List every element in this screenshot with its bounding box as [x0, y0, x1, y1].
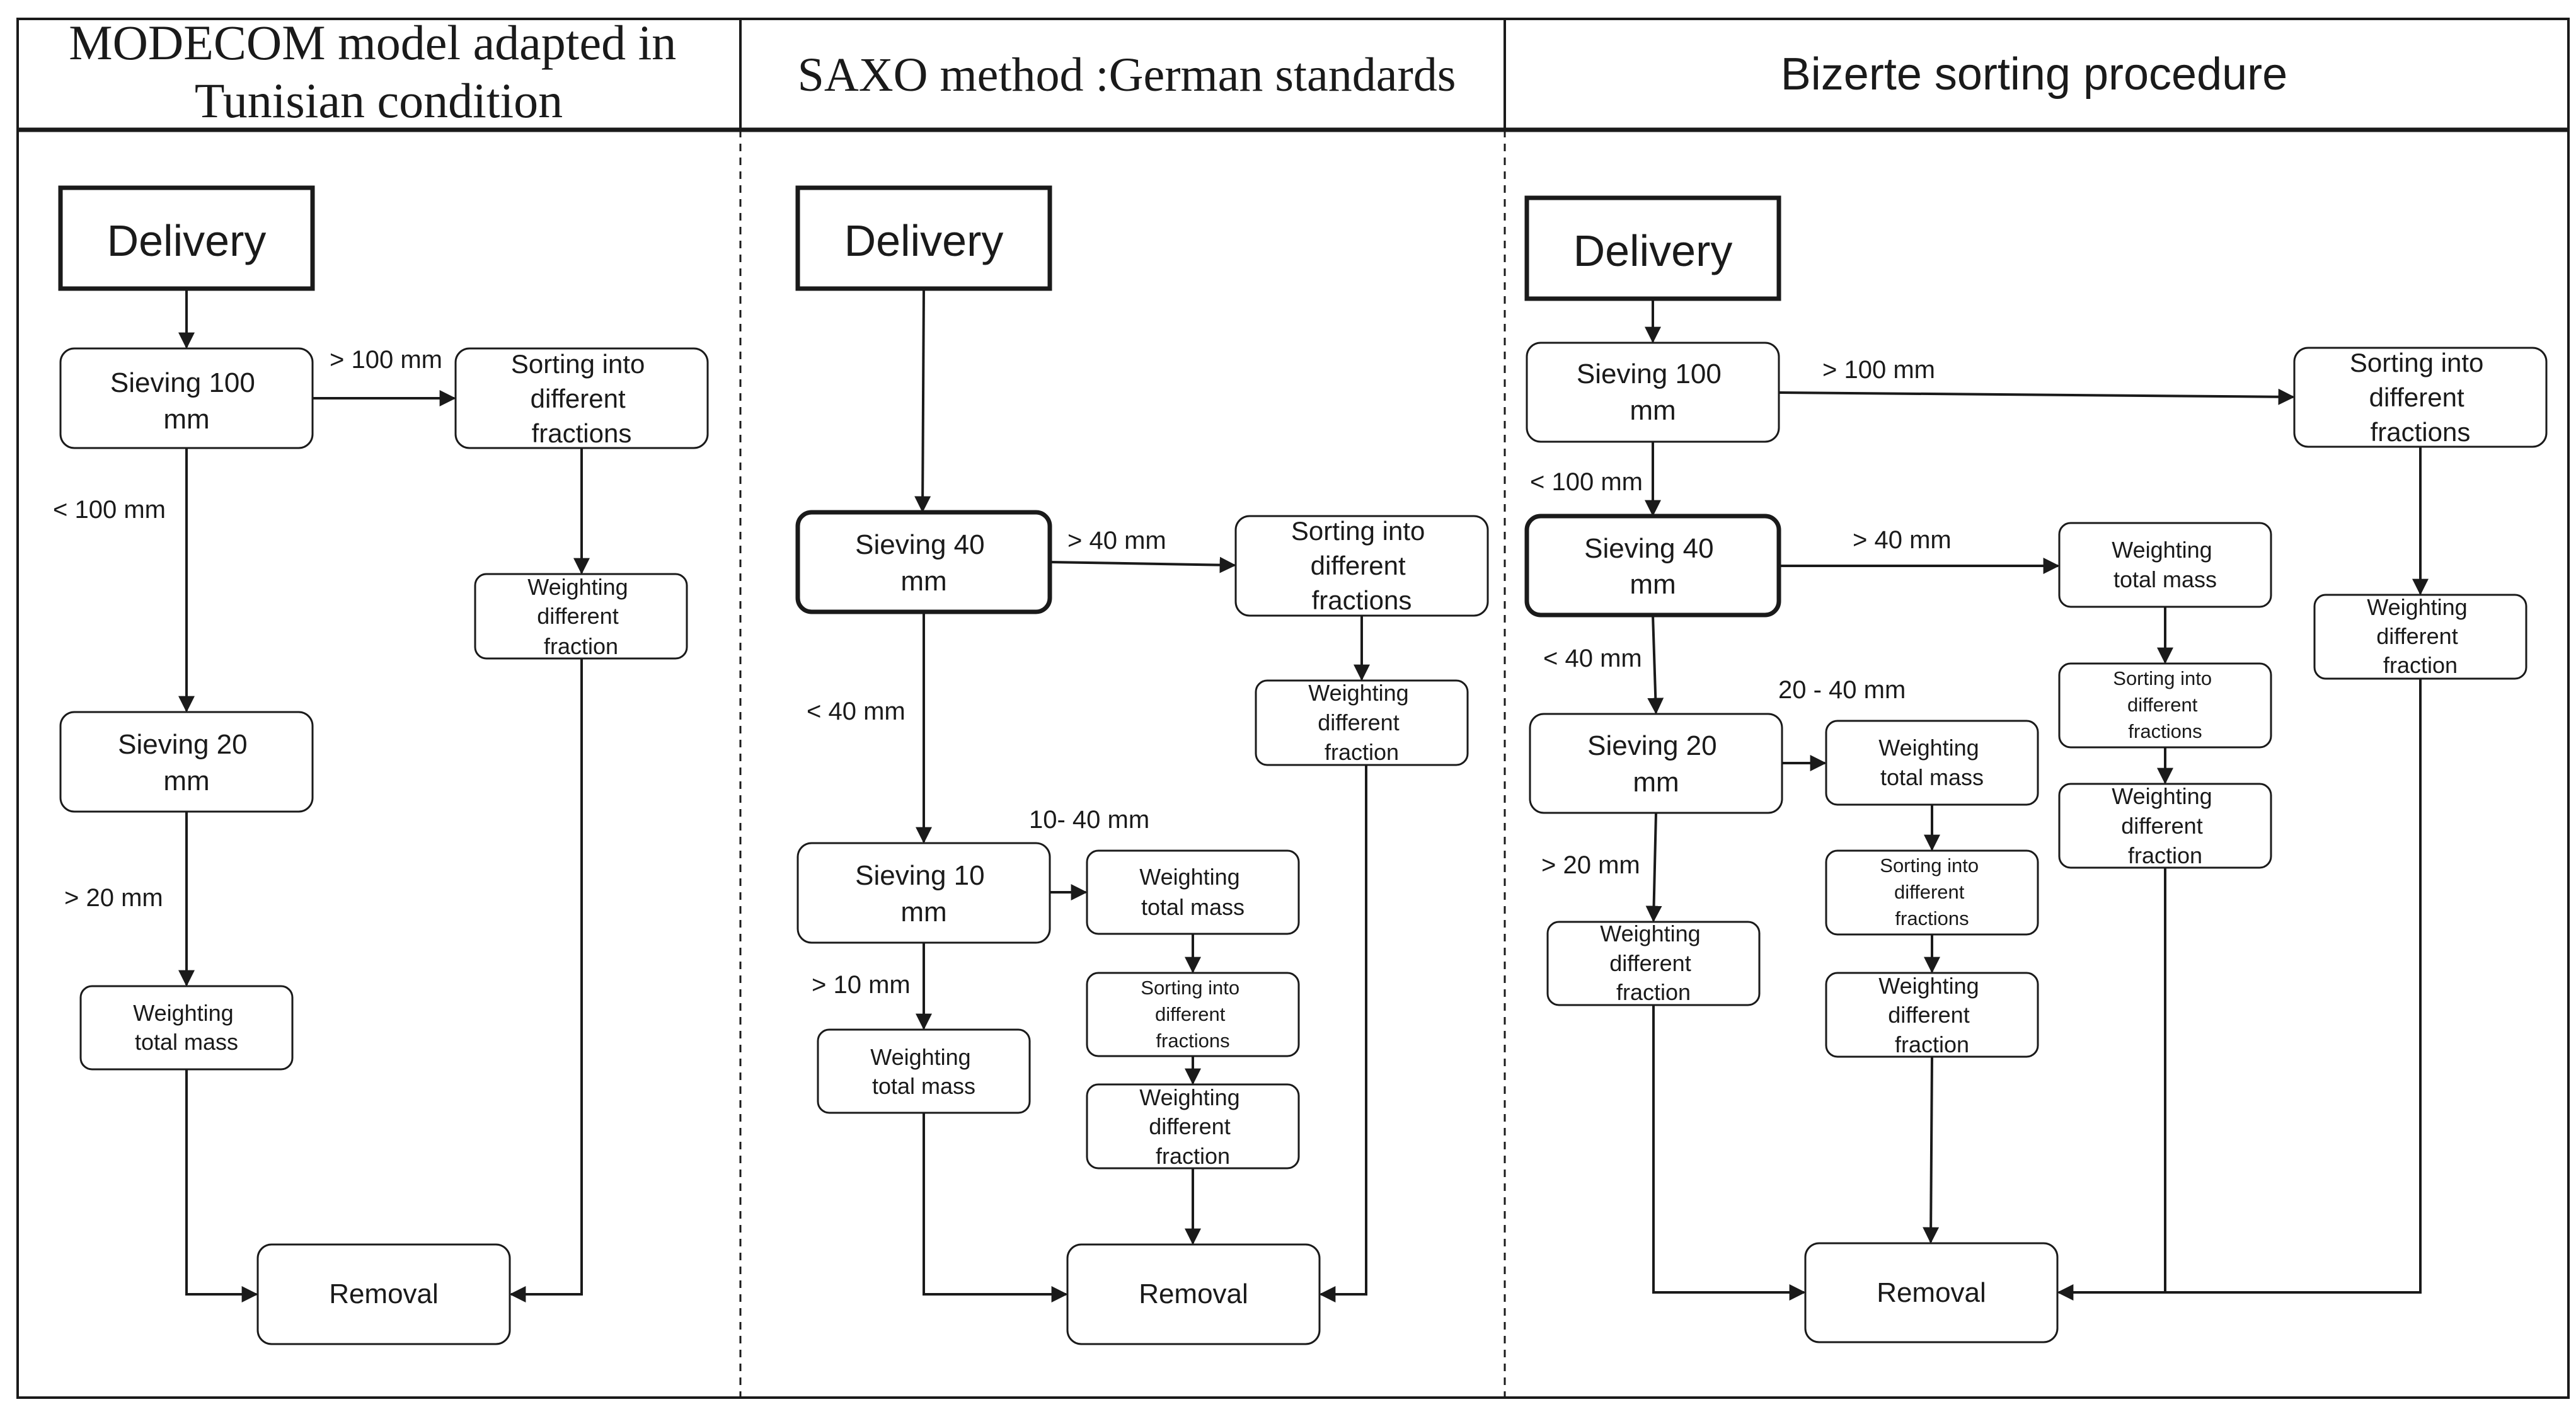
svg-text:Weighting different: Weighting different fraction — [1308, 680, 1415, 765]
bizerte-label-range: 20 - 40 mm — [1778, 676, 1906, 704]
frame — [16, 18, 2570, 1399]
svg-text:Sieving 100 mm: Sieving 100 mm — [110, 367, 263, 435]
svg-text:Weighting different: Weighting different fraction — [527, 574, 634, 659]
saxo-label-range: 10- 40 mm — [1029, 806, 1149, 834]
svg-text:Weighting different: Weighting different fraction — [1878, 973, 1985, 1057]
modecom-sieving-20-box: Sieving 20 mm — [59, 711, 314, 813]
arrow — [1049, 556, 1236, 573]
svg-text:Sorting into different: Sorting into different fractions — [2113, 667, 2217, 742]
arrow — [1645, 812, 1662, 923]
modecom-delivery-box: Delivery — [58, 185, 315, 291]
arrow — [1778, 388, 2295, 405]
modecom-label-gt20: > 20 mm — [64, 884, 163, 912]
saxo-weighting-different-box: Weighting different fraction — [1255, 679, 1469, 766]
bizerte-delivery-box: Delivery — [1524, 195, 1781, 301]
saxo-label-lt40: < 40 mm — [807, 698, 906, 725]
bizerte-sieving-40-box: Sieving 40 mm — [1524, 514, 1781, 618]
outer-border — [16, 18, 2570, 1399]
saxo-label-gt10: > 10 mm — [812, 971, 911, 999]
svg-text:Sorting into different: Sorting into different fractions — [1880, 854, 1984, 929]
saxo-removal-box: Removal — [1066, 1243, 1321, 1345]
bizerte-sorting-100-box: Sorting into different fractions — [2293, 347, 2548, 448]
svg-text:Weighting different: Weighting different fraction — [2112, 783, 2218, 868]
svg-text:Removal: Removal — [1139, 1279, 1248, 1309]
svg-text:Delivery: Delivery — [844, 216, 1004, 265]
svg-text:Delivery: Delivery — [1573, 226, 1733, 275]
modecom-removal-box: Removal — [256, 1243, 511, 1345]
modecom-sieving-100-box: Sieving 100 mm — [59, 347, 314, 449]
svg-text:Weighting different: Weighting different fraction — [1139, 1084, 1246, 1169]
svg-text:Sieving 40 mm: Sieving 40 mm — [1584, 533, 1722, 600]
saxo-sieving-40-box: Sieving 40 mm — [795, 510, 1052, 614]
header-saxo: SAXO method :German standards — [798, 49, 1456, 101]
modecom-label-lt100: < 100 mm — [53, 496, 166, 524]
bizerte-label-lt100: < 100 mm — [1530, 468, 1643, 496]
bizerte-label-gt100: > 100 mm — [1822, 356, 1935, 384]
arrow — [1647, 614, 1664, 715]
svg-text:Removal: Removal — [1877, 1277, 1986, 1308]
svg-text:Weighting total mass: Weighting total mass — [1139, 864, 1246, 920]
connectors — [178, 288, 2429, 1302]
svg-text:Sorting into different: Sorting into different fractions — [2350, 348, 2491, 447]
arrow — [1923, 1056, 1940, 1244]
saxo-weighting-total-mid-box: Weighting total mass — [1086, 849, 1300, 935]
arrow — [1652, 1005, 1806, 1301]
saxo-label-gt40: > 40 mm — [1067, 527, 1166, 555]
bizerte-label-gt20: > 20 mm — [1541, 851, 1640, 879]
arrow — [923, 1113, 1068, 1302]
process-boxes: Delivery Sieving 100 mm Sorting into dif… — [58, 185, 2548, 1345]
svg-text:Weighting total mass: Weighting total mass — [133, 1000, 239, 1055]
bizerte-weighting-different-40-box: Weighting different fraction — [2058, 783, 2272, 869]
svg-text:Weighting different: Weighting different fraction — [2367, 594, 2473, 678]
svg-text:Sorting into different: Sorting into different fractions — [511, 349, 652, 448]
bizerte-sieving-20-box: Sieving 20 mm — [1529, 713, 1783, 814]
modecom-sorting-box: Sorting into different fractions — [454, 347, 709, 449]
saxo-sorting-mid-box: Sorting into different fractions — [1086, 972, 1300, 1057]
bizerte-label-lt40: < 40 mm — [1543, 645, 1642, 672]
svg-text:Sorting into different: Sorting into different fractions — [1141, 977, 1245, 1052]
arrow — [1319, 765, 1367, 1302]
svg-text:Delivery: Delivery — [107, 216, 267, 265]
saxo-weighting-total-left-box: Weighting total mass — [817, 1028, 1031, 1114]
bizerte-weighting-different-20-box: Weighting different fraction — [1825, 972, 2039, 1058]
svg-text:Sieving 20 mm: Sieving 20 mm — [118, 729, 255, 796]
bizerte-weighting-different-left-box: Weighting different fraction — [1546, 921, 1761, 1006]
saxo-delivery-box: Delivery — [795, 185, 1052, 291]
headers: MODECOM model adapted in Tunisian condit… — [69, 15, 2287, 128]
bizerte-sorting-20-box: Sorting into different fractions — [1825, 849, 2039, 936]
bizerte-weighting-different-100-box: Weighting different fraction — [2313, 594, 2527, 680]
arrow — [914, 288, 931, 513]
modecom-weighting-total-box: Weighting total mass — [79, 985, 294, 1071]
svg-text:Sieving 20 mm: Sieving 20 mm — [1587, 730, 1725, 798]
saxo-weighting-different-mid-box: Weighting different fraction — [1086, 1083, 1300, 1170]
arrow — [185, 1069, 258, 1302]
svg-text:Weighting total mass: Weighting total mass — [1878, 735, 1985, 790]
saxo-sieving-10-box: Sieving 10 mm — [796, 842, 1051, 944]
saxo-sorting-box: Sorting into different fractions — [1234, 515, 1489, 617]
modecom-label-gt100: > 100 mm — [330, 346, 442, 374]
svg-text:Weighting total mass: Weighting total mass — [870, 1044, 977, 1099]
svg-text:Weighting total mass: Weighting total mass — [2112, 537, 2218, 592]
header-modecom: MODECOM model adapted in Tunisian condit… — [69, 15, 689, 128]
bizerte-sieving-100-box: Sieving 100 mm — [1526, 342, 1780, 443]
header-bizerte: Bizerte sorting procedure — [1781, 49, 2287, 100]
bizerte-label-gt40: > 40 mm — [1853, 526, 1952, 554]
modecom-weighting-different-box: Weighting different fraction — [474, 573, 688, 660]
bizerte-weighting-total-40-box: Weighting total mass — [2058, 522, 2272, 608]
svg-text:Sieving 10 mm: Sieving 10 mm — [855, 860, 992, 928]
edge-labels: > 100 mm < 100 mm > 20 mm > 40 mm < 40 m… — [53, 346, 1952, 999]
svg-text:Sorting into different: Sorting into different fractions — [1291, 516, 1432, 615]
bizerte-sorting-40-box: Sorting into different fractions — [2058, 662, 2272, 749]
svg-text:Sieving 100 mm: Sieving 100 mm — [1577, 359, 1729, 426]
arrow — [2057, 679, 2422, 1301]
svg-text:Removal: Removal — [329, 1279, 439, 1309]
bizerte-removal-box: Removal — [1804, 1242, 2059, 1343]
svg-text:Sieving 40 mm: Sieving 40 mm — [855, 529, 992, 597]
arrow — [509, 658, 583, 1302]
svg-text:Weighting different: Weighting different fraction — [1600, 921, 1706, 1005]
bizerte-weighting-total-20-box: Weighting total mass — [1825, 720, 2039, 806]
